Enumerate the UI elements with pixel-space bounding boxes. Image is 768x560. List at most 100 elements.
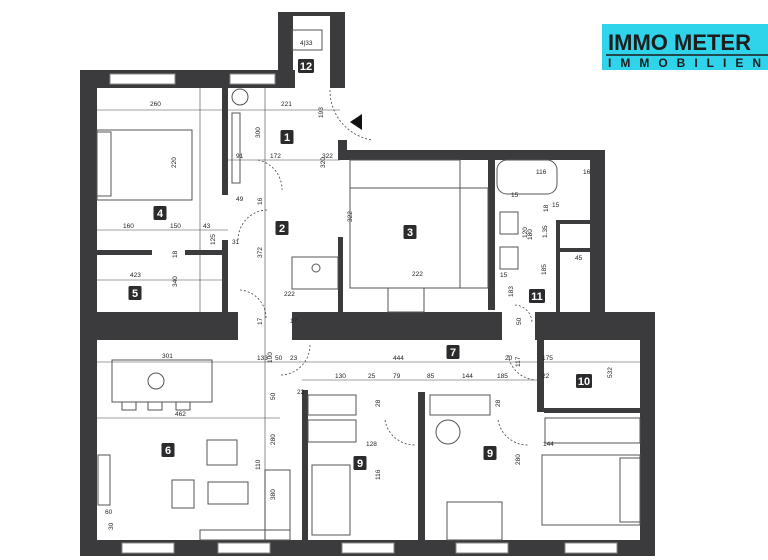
- dimension-label: 220: [171, 157, 178, 168]
- dimension-label: 260: [150, 101, 161, 108]
- dimension-label: 125: [210, 234, 217, 245]
- dimension-label: 28: [495, 399, 502, 407]
- dimension-label: 25: [368, 373, 376, 380]
- stove: [387, 287, 425, 313]
- dimension-label: 444: [393, 355, 404, 362]
- dimension-label: 45: [575, 255, 583, 262]
- room-number: 10: [578, 376, 590, 388]
- wardrobe: [231, 112, 241, 184]
- dimension-label: 120: [522, 227, 529, 238]
- dimension-label: 30: [108, 522, 115, 530]
- room-label-6: 6: [161, 443, 175, 457]
- coffee-table: [207, 481, 249, 505]
- wardrobe-9a: [307, 394, 357, 416]
- dimension-label: 91: [236, 153, 244, 160]
- dimension-label: 340: [172, 276, 179, 287]
- dimension-label: 185: [541, 264, 548, 275]
- dimension-label: 128: [366, 441, 377, 448]
- dimension-label: 222: [284, 291, 295, 298]
- dimension-label: 280: [515, 454, 522, 465]
- dimension-label: 79: [393, 373, 401, 380]
- dimension-label: 43: [203, 223, 211, 230]
- dimension-label: 133: [257, 355, 268, 362]
- dimension-label: 150: [170, 223, 181, 230]
- room-label-4: 4: [153, 206, 167, 220]
- dimension-label: 322: [322, 153, 333, 160]
- dimension-label: 15: [500, 272, 508, 279]
- sink-1: [499, 211, 519, 235]
- bench: [97, 454, 111, 506]
- windows: [109, 73, 618, 554]
- dimension-label: 22: [542, 373, 550, 380]
- dimension-label: 301: [162, 353, 173, 360]
- room-number: 2: [279, 223, 285, 235]
- room-number: 7: [450, 347, 456, 359]
- dining-table: [291, 256, 339, 290]
- dimension-label: 300: [255, 127, 262, 138]
- dimension-label: 320: [320, 157, 327, 168]
- dimension-label: 22: [297, 389, 305, 396]
- room-number: 11: [531, 291, 543, 303]
- entrance-arrow-icon: [350, 114, 362, 130]
- dimension-label: 532: [607, 367, 614, 378]
- dimension-label: 117: [515, 356, 522, 367]
- room-label-7: 7: [446, 345, 460, 359]
- room-number: 6: [165, 445, 171, 457]
- room-label-12: 12: [298, 59, 314, 73]
- room-number: 12: [300, 61, 312, 73]
- dimension-label: 60: [105, 509, 113, 516]
- room-label-9: 9: [353, 456, 367, 470]
- kitchen-counter-side: [459, 187, 489, 289]
- room-number: 5: [132, 288, 138, 300]
- dimension-label: 15: [552, 202, 560, 209]
- dimension-label: 15: [511, 192, 519, 199]
- dimension-label: 193: [318, 107, 325, 118]
- dimension-label: 116: [536, 169, 547, 176]
- bed-room-10: [541, 454, 641, 526]
- dining-table-living: [111, 359, 213, 403]
- dimension-label: 280: [270, 434, 277, 445]
- dimension-label: 116: [375, 469, 382, 480]
- dimension-label: 31: [232, 239, 240, 246]
- kitchen-counter-top: [349, 159, 461, 189]
- dimension-label: 100: [267, 352, 274, 363]
- dimension-label: 85: [427, 373, 435, 380]
- furniture: [96, 29, 641, 541]
- armchair: [206, 439, 238, 466]
- dimension-label: 50: [275, 355, 283, 362]
- room-number: 1: [284, 132, 290, 144]
- sofa: [199, 529, 291, 541]
- dimension-label: 18: [543, 204, 550, 212]
- room-label-11: 11: [529, 289, 545, 303]
- bed-room-9a: [311, 464, 351, 536]
- dimension-label: 180: [527, 229, 534, 240]
- dimension-label: 222: [412, 271, 423, 278]
- dimension-label: 175: [542, 355, 553, 362]
- dimension-label: 17: [290, 318, 298, 325]
- dimension-label: 4|33: [300, 40, 313, 47]
- chair: [435, 419, 461, 445]
- room-label-3: 3: [403, 225, 417, 239]
- desk: [446, 501, 503, 541]
- room-number: 9: [357, 458, 363, 470]
- dimension-label: 18: [172, 250, 179, 258]
- dimension-label: 130: [335, 373, 346, 380]
- dimension-label: 423: [130, 272, 141, 279]
- boiler: [231, 88, 249, 106]
- dimension-label: 144: [462, 373, 473, 380]
- bathtub: [496, 159, 558, 195]
- dimension-label: 185: [497, 373, 508, 380]
- room-number: 3: [407, 227, 413, 239]
- dimension-label: 144: [543, 441, 554, 448]
- room-label-2: 2: [275, 221, 289, 235]
- dimension-lines: [97, 88, 640, 540]
- room-label-10: 10: [576, 374, 592, 388]
- dimension-label: 16: [583, 169, 591, 176]
- dimension-label: 110: [255, 459, 262, 470]
- dimension-label: 372: [257, 247, 264, 258]
- wardrobe-10: [544, 417, 641, 444]
- company-logo: IMMO METER IMMOBILIEN: [602, 24, 768, 70]
- logo-line1: IMMO METER: [608, 30, 751, 55]
